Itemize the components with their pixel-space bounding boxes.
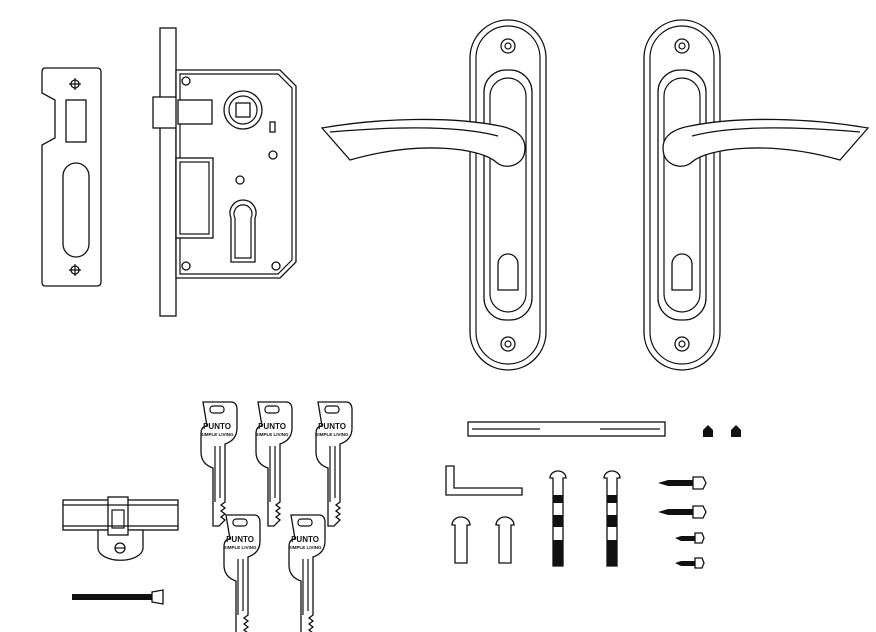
key-tagline-text: SIMPLE LIVING [223, 545, 257, 550]
body-screws [181, 76, 281, 271]
key-tagline-text: SIMPLE LIVING [255, 432, 289, 437]
connecting-pins [451, 516, 515, 564]
key-brand-text: PUNTO [318, 422, 346, 431]
key-brand-text: PUNTO [291, 535, 319, 544]
strike-plate [41, 67, 102, 287]
key-brand-text: PUNTO [226, 535, 254, 544]
key-tagline-text: SIMPLE LIVING [200, 432, 234, 437]
key-brand-text: PUNTO [203, 422, 231, 431]
euro-cylinder [62, 496, 179, 561]
key-brand-text: PUNTO [258, 422, 286, 431]
cylinder-screw [72, 589, 164, 605]
allen-key [445, 465, 523, 496]
key-tagline-text: SIMPLE LIVING [315, 432, 349, 437]
square-spindle [467, 421, 666, 437]
door-handle-right [643, 19, 870, 371]
wood-screws [658, 476, 707, 569]
key-tagline-text: SIMPLE LIVING [288, 545, 322, 550]
through-bolts [549, 470, 621, 567]
door-handle-left [320, 19, 547, 371]
mortise-lock-body [152, 27, 297, 317]
spindle-nuts [703, 425, 741, 437]
